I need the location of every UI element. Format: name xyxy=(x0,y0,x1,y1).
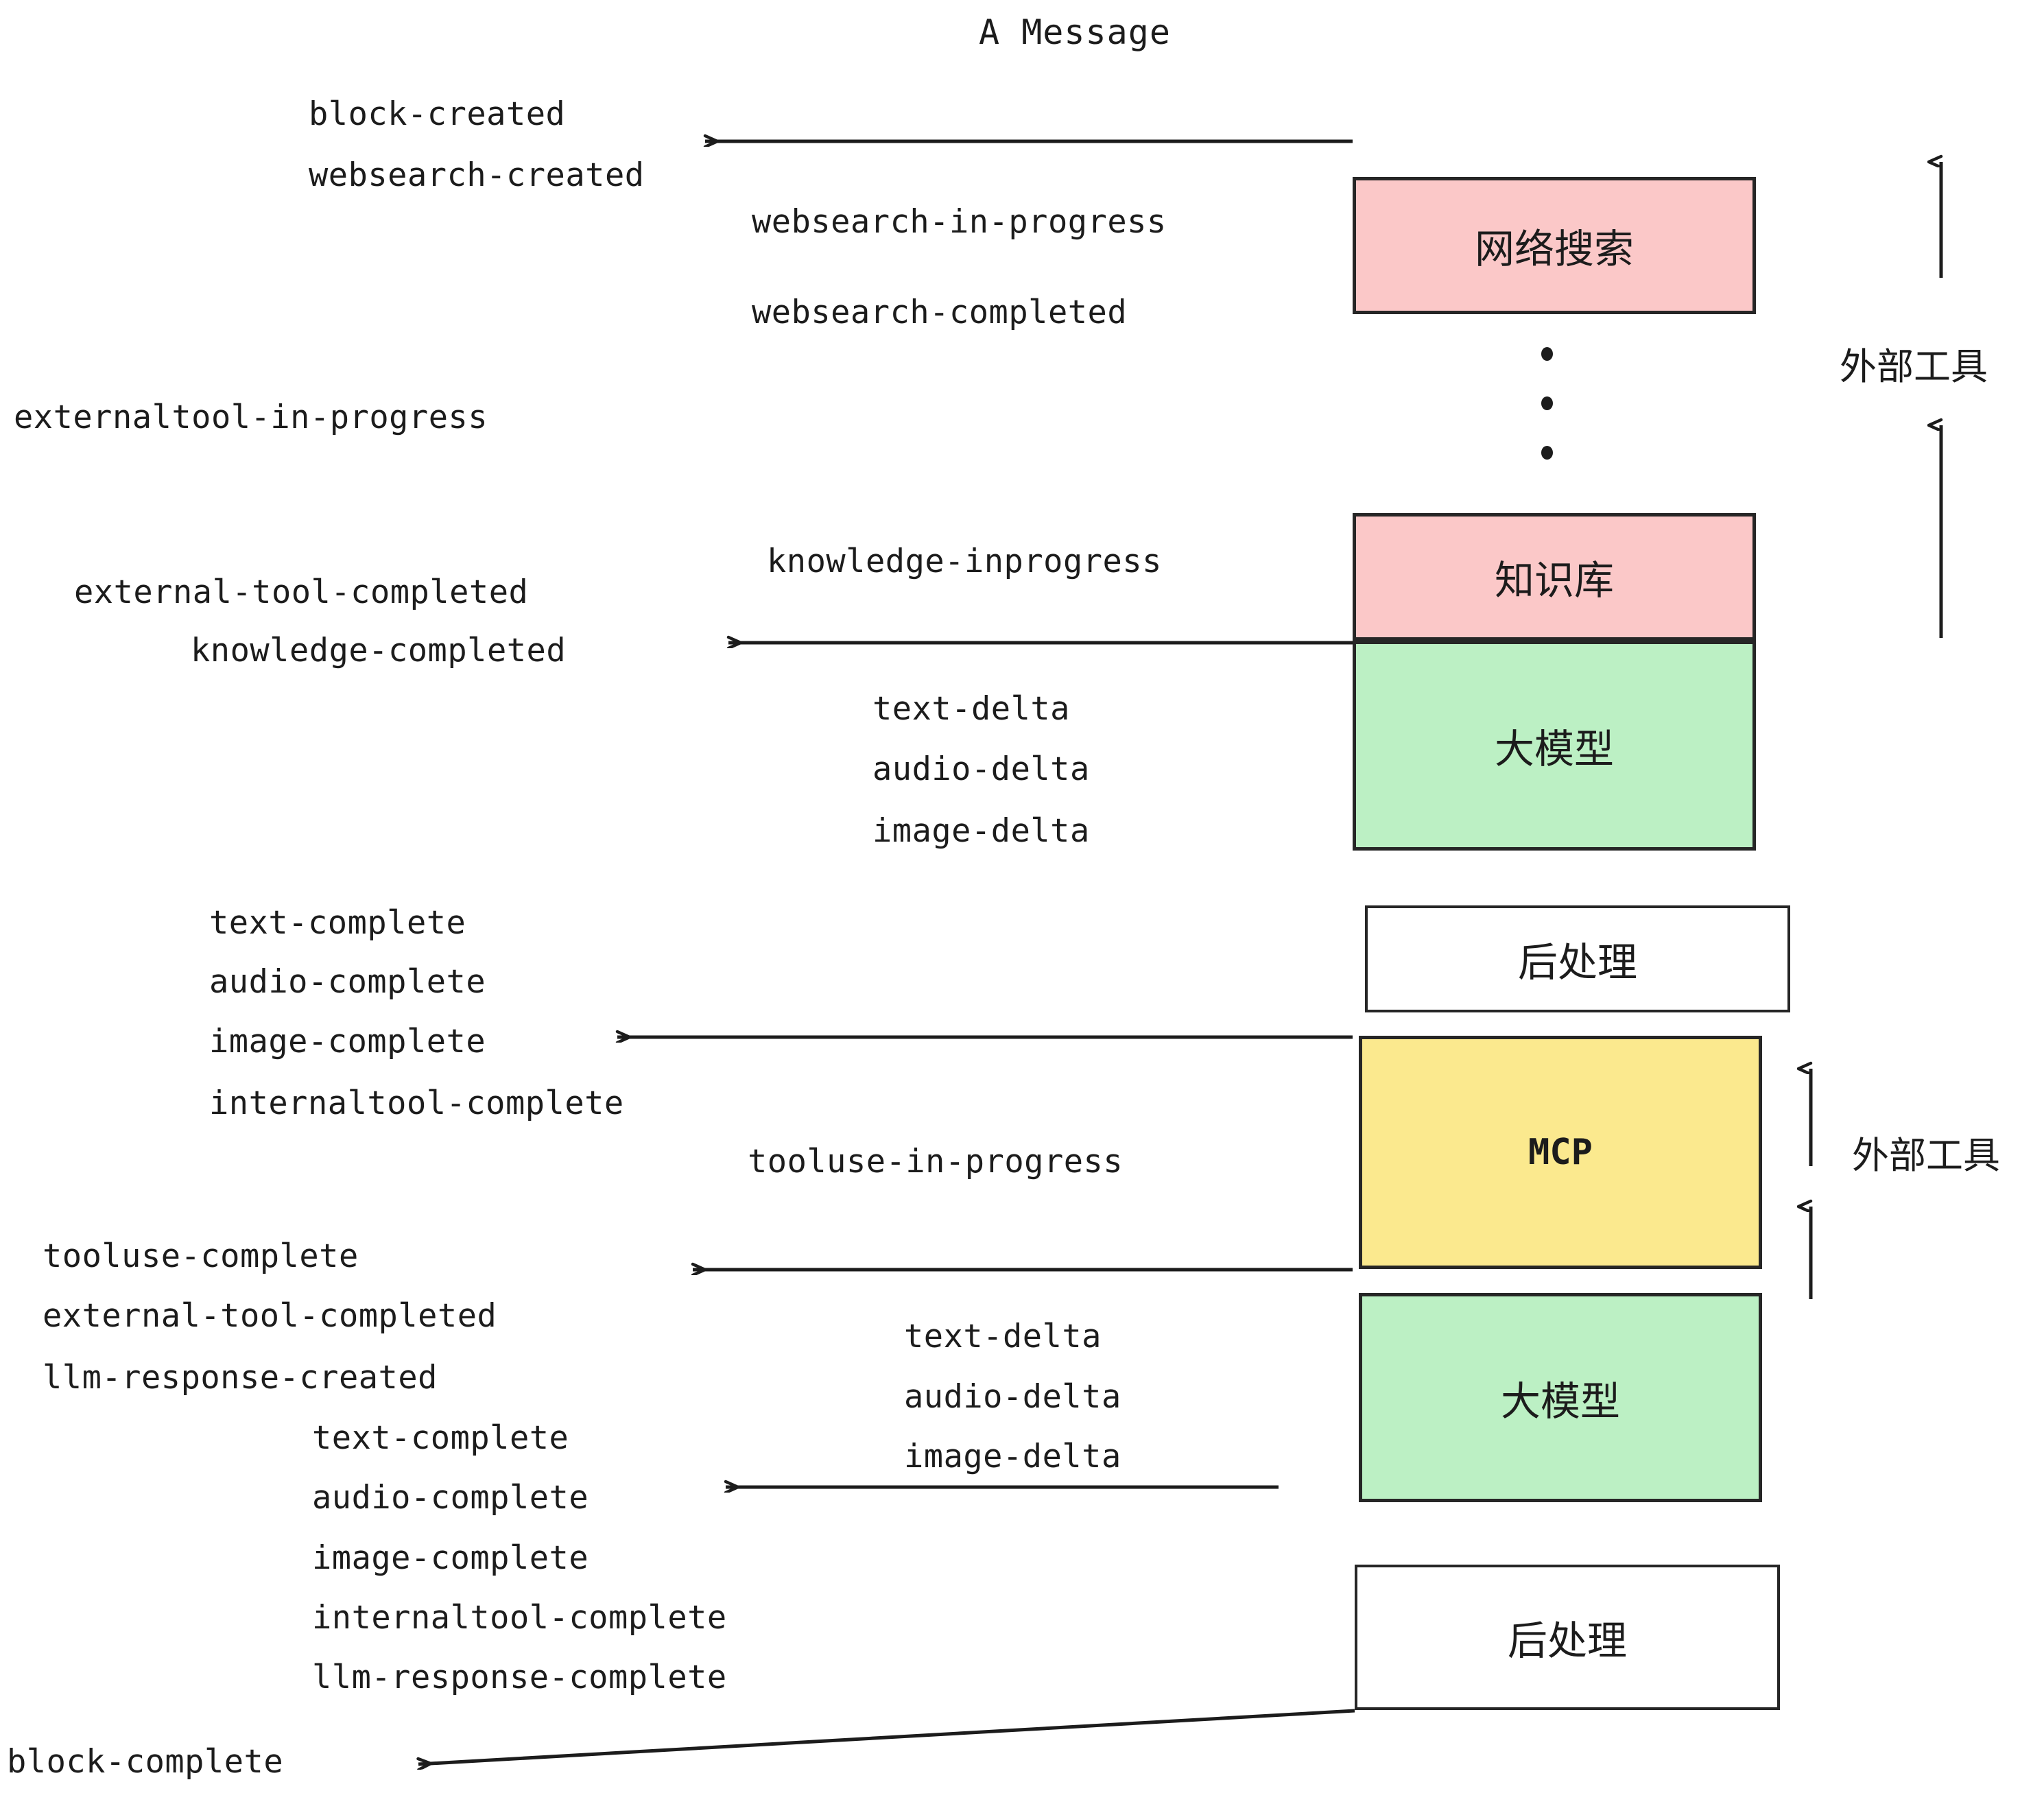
event-internaltool-complete-2: internaltool-complete xyxy=(312,1599,727,1637)
event-text-complete-1: text-complete xyxy=(209,904,466,942)
box-postprocess-1[interactable]: 后处理 xyxy=(1365,905,1790,1012)
event-tooluse-in-progress: tooluse-in-progress xyxy=(748,1143,1124,1180)
annotation-external-tools-bottom: 外部工具 xyxy=(1852,1134,2000,1177)
event-text-delta-2: text-delta xyxy=(904,1318,1102,1355)
event-image-complete-2: image-complete xyxy=(312,1539,589,1577)
box-llm-1-label: 大模型 xyxy=(1494,726,1614,772)
event-externaltool-in-progress: externaltool-in-progress xyxy=(14,399,488,436)
event-image-delta-1: image-delta xyxy=(872,812,1090,850)
ellipsis-dot xyxy=(1541,396,1553,410)
event-internaltool-complete-1: internaltool-complete xyxy=(209,1084,624,1122)
box-websearch[interactable]: 网络搜索 xyxy=(1353,177,1756,314)
arrow-block-complete xyxy=(418,1709,1355,1764)
box-llm-1[interactable]: 大模型 xyxy=(1353,641,1756,851)
event-websearch-created: websearch-created xyxy=(309,156,645,194)
event-image-delta-2: image-delta xyxy=(904,1438,1121,1475)
event-audio-delta-1: audio-delta xyxy=(872,750,1090,788)
event-block-complete: block-complete xyxy=(7,1743,284,1781)
box-knowledge[interactable]: 知识库 xyxy=(1353,513,1756,641)
ellipsis-dot xyxy=(1541,446,1553,460)
event-audio-delta-2: audio-delta xyxy=(904,1378,1121,1416)
event-websearch-in-progress: websearch-in-progress xyxy=(752,203,1167,241)
box-mcp-label: MCP xyxy=(1528,1132,1593,1173)
event-audio-complete-1: audio-complete xyxy=(209,963,486,1001)
event-tooluse-complete: tooluse-complete xyxy=(43,1237,359,1275)
page-title: A Message xyxy=(979,12,1171,52)
event-external-tool-completed-1: external-tool-completed xyxy=(74,573,529,611)
event-image-complete-1: image-complete xyxy=(209,1023,486,1060)
ellipsis-dot xyxy=(1541,347,1553,361)
event-external-tool-completed-2: external-tool-completed xyxy=(43,1297,497,1335)
box-knowledge-label: 知识库 xyxy=(1494,557,1614,604)
event-llm-response-created: llm-response-created xyxy=(43,1359,438,1397)
box-llm-2[interactable]: 大模型 xyxy=(1359,1293,1762,1502)
annotation-external-tools-top: 外部工具 xyxy=(1840,345,1988,388)
box-llm-2-label: 大模型 xyxy=(1500,1377,1620,1425)
event-block-created: block-created xyxy=(309,95,566,133)
event-text-complete-2: text-complete xyxy=(312,1419,569,1457)
event-audio-complete-2: audio-complete xyxy=(312,1479,589,1517)
box-postprocess-2[interactable]: 后处理 xyxy=(1355,1565,1780,1710)
event-websearch-completed: websearch-completed xyxy=(752,294,1128,331)
box-websearch-label: 网络搜索 xyxy=(1474,226,1634,272)
event-llm-response-complete: llm-response-complete xyxy=(312,1659,727,1696)
box-postprocess-1-label: 后处理 xyxy=(1517,939,1637,986)
box-postprocess-2-label: 后处理 xyxy=(1507,1617,1627,1664)
event-knowledge-completed: knowledge-completed xyxy=(191,632,567,669)
box-mcp[interactable]: MCP xyxy=(1359,1036,1762,1269)
event-knowledge-inprogress: knowledge-inprogress xyxy=(767,543,1162,580)
event-text-delta-1: text-delta xyxy=(872,690,1070,728)
